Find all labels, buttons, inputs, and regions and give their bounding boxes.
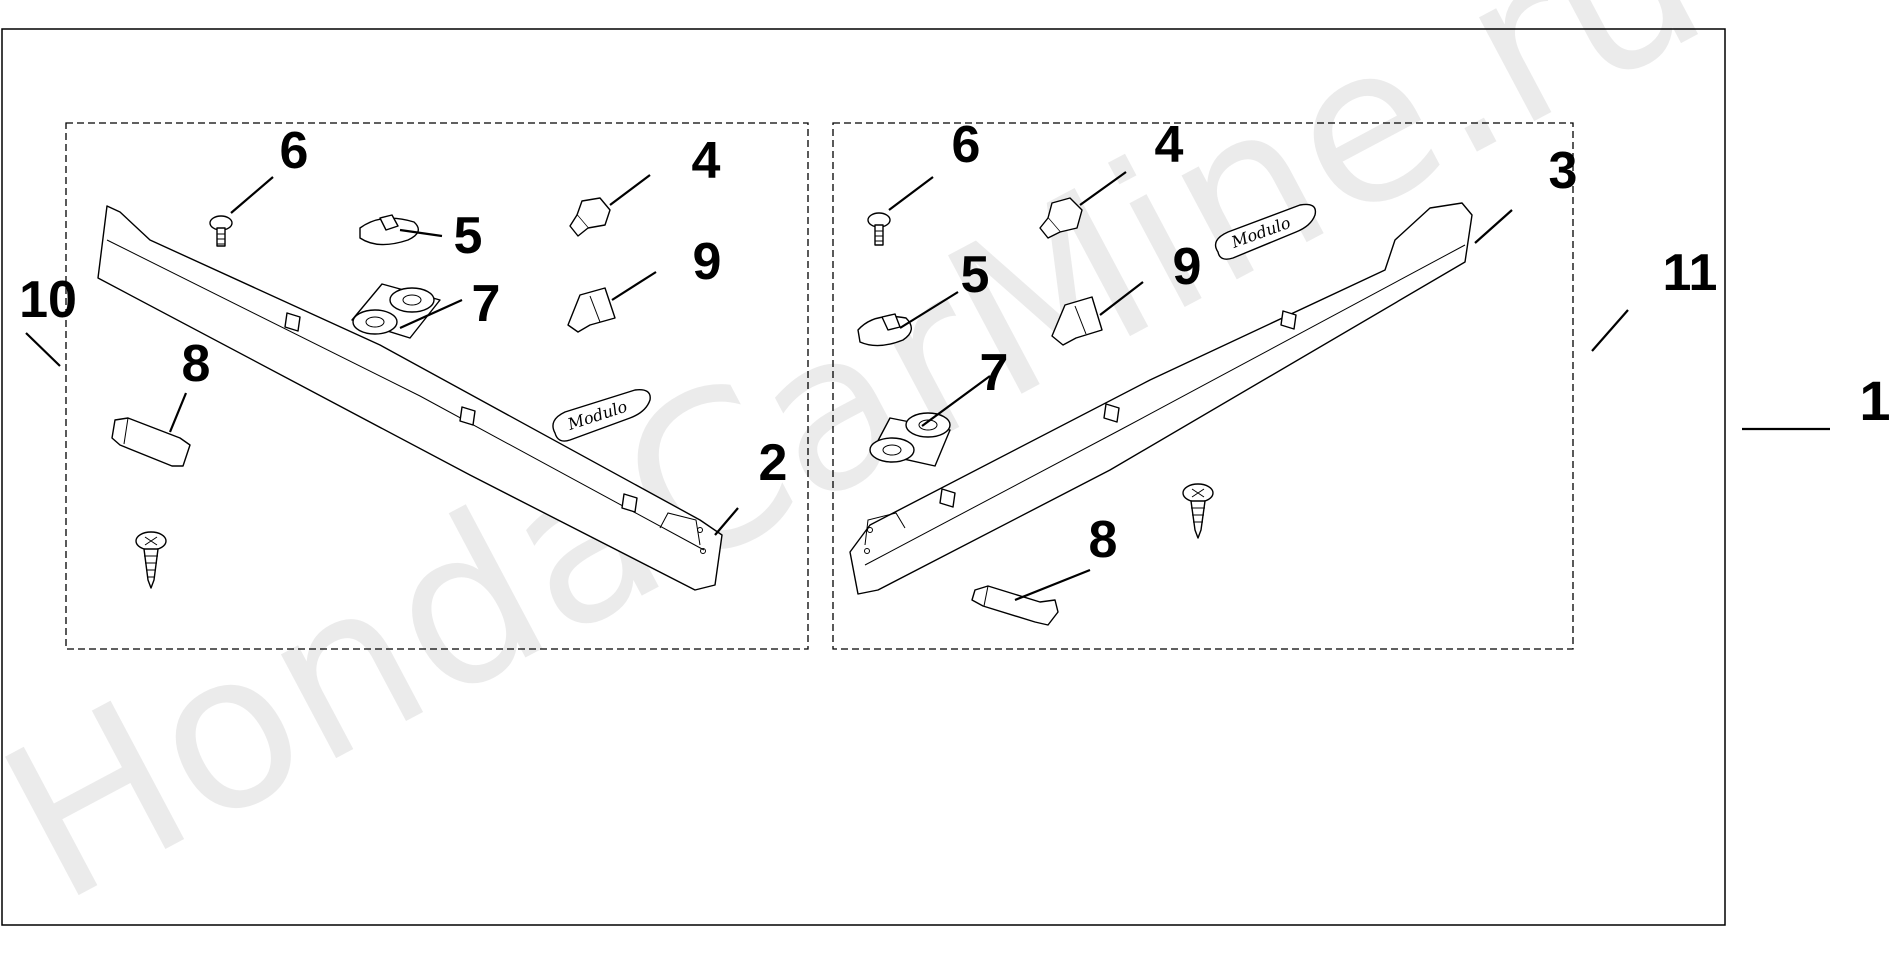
callout-5-left: 5 (454, 207, 483, 265)
callout-9-left: 9 (693, 233, 722, 291)
leader-9-right (1099, 281, 1144, 316)
clip-4-icon (1039, 197, 1083, 239)
leader-4-right (1079, 171, 1127, 206)
leader-2 (714, 507, 739, 536)
tube-8-icon (111, 417, 191, 467)
screw-6-icon (209, 215, 233, 247)
clip-9-icon (1051, 296, 1103, 346)
callout-6-right: 6 (952, 116, 981, 174)
callout-3: 3 (1549, 142, 1578, 200)
leader-4-left (609, 174, 651, 206)
tapping-screw-icon (135, 531, 167, 589)
leader-6-right (888, 176, 934, 211)
clip-5-icon (359, 214, 420, 246)
tube-8-icon (971, 585, 1059, 626)
outer-frame (1, 28, 1726, 926)
callout-8-right: 8 (1089, 511, 1118, 569)
clip-9-icon (567, 287, 616, 333)
left-set-box (65, 122, 809, 650)
pad-7-icon (351, 283, 441, 339)
right-side-garnish (849, 202, 1473, 595)
leader-5-right (899, 291, 959, 329)
leader-7-right (921, 375, 991, 427)
pad-7-icon (869, 412, 951, 467)
right-set-box (832, 122, 1574, 650)
callout-5-right: 5 (961, 246, 990, 304)
callout-4-right: 4 (1155, 116, 1184, 174)
screw-6-icon (867, 212, 891, 246)
leader-10 (25, 332, 61, 367)
leader-6-left (230, 176, 274, 214)
leader-5-left (399, 228, 443, 238)
leader-11 (1591, 309, 1629, 352)
clip-5-icon (857, 313, 912, 347)
leader-8-right (1014, 568, 1091, 602)
leader-3 (1474, 209, 1513, 244)
tapping-screw-icon (1182, 483, 1214, 539)
callout-10: 10 (19, 271, 77, 329)
watermark: HondaCarMine.ru (0, 0, 1739, 950)
callout-8-left: 8 (182, 335, 211, 393)
callout-9-right: 9 (1173, 238, 1202, 296)
leader-7-left (399, 298, 463, 330)
clip-4-icon (569, 197, 611, 237)
callout-7-right: 7 (980, 344, 1009, 402)
leader-8-left (168, 392, 188, 433)
left-side-garnish (97, 205, 723, 591)
callout-1: 1 (1859, 369, 1890, 432)
callout-6-left: 6 (280, 122, 309, 180)
callout-4-left: 4 (692, 132, 721, 190)
leader-9-left (611, 271, 657, 301)
callout-2: 2 (759, 434, 788, 492)
callout-7-left: 7 (472, 275, 501, 333)
callout-11: 11 (1663, 244, 1718, 302)
